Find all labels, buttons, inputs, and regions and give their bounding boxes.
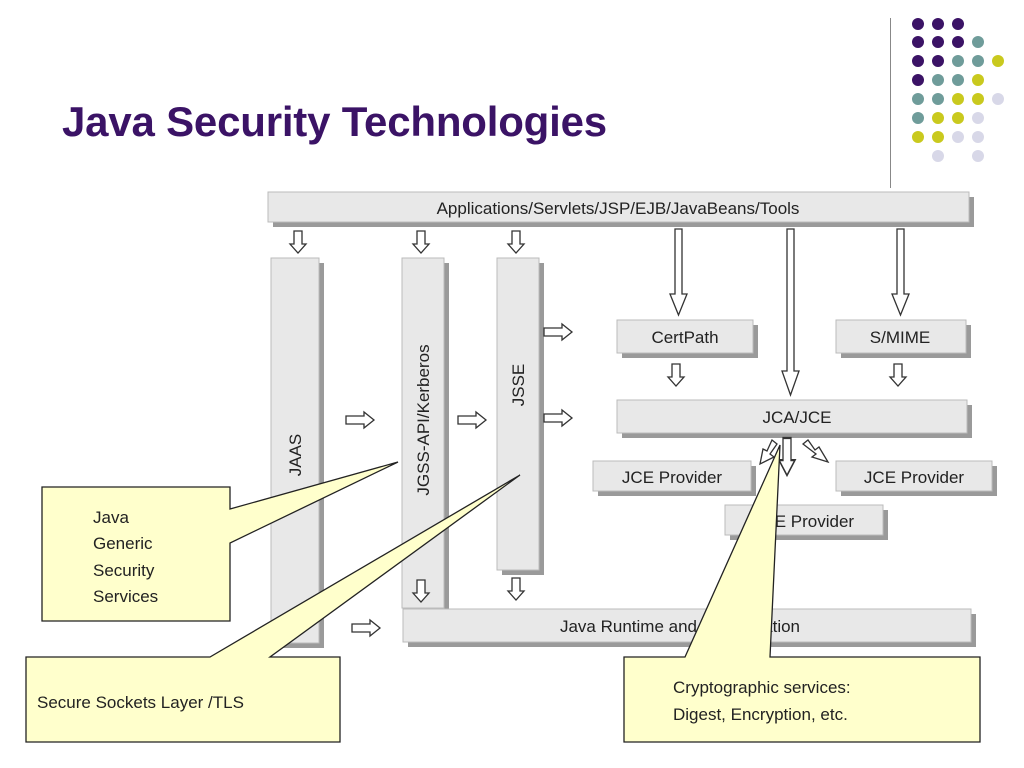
- arrow-smime-to-jca: [889, 363, 907, 387]
- label-provider-left: JCE Provider: [622, 468, 722, 487]
- dot: [952, 18, 964, 30]
- box-jcajce: JCA/JCE: [616, 399, 972, 438]
- arrow-jca-to-provider-right: [801, 439, 830, 464]
- box-jgss: JGSS-API/Kerberos: [401, 257, 449, 613]
- dot: [912, 74, 924, 86]
- box-runtime: Java Runtime and Authorization: [402, 608, 976, 647]
- dot: [932, 18, 944, 30]
- dot: [932, 36, 944, 48]
- callout-jgss: Java Generic Security Services: [41, 461, 399, 622]
- arrow-jaas-to-runtime: [351, 619, 381, 637]
- box-provider-left: JCE Provider: [592, 460, 756, 496]
- box-smime: S/MIME: [835, 319, 971, 358]
- arrow-to-jsse: [507, 230, 525, 254]
- arrow-to-jcajce-long: [781, 228, 800, 397]
- arrow-jgss-to-jsse: [457, 411, 487, 429]
- dot: [932, 112, 944, 124]
- dot: [932, 150, 944, 162]
- arrow-jsse-to-certpath: [543, 323, 573, 341]
- dot: [972, 93, 984, 105]
- callout-jsse: Secure Sockets Layer /TLS: [25, 474, 521, 743]
- label-certpath: CertPath: [651, 328, 718, 347]
- dot: [912, 55, 924, 67]
- box-applications: Applications/Servlets/JSP/EJB/JavaBeans/…: [267, 191, 974, 227]
- box-jaas: JAAS: [270, 257, 324, 648]
- dot: [972, 55, 984, 67]
- label-provider-right: JCE Provider: [864, 468, 964, 487]
- callout-jca: Cryptographic services: Digest, Encrypti…: [623, 444, 981, 743]
- arrow-to-jgss: [412, 230, 430, 254]
- label-applications: Applications/Servlets/JSP/EJB/JavaBeans/…: [437, 199, 800, 218]
- dot: [932, 93, 944, 105]
- callout-jgss-line2: Generic: [93, 534, 153, 553]
- arrow-to-certpath: [669, 228, 688, 317]
- dot: [952, 74, 964, 86]
- dot: [912, 18, 924, 30]
- slide-title: Java Security Technologies: [62, 98, 607, 145]
- dot: [992, 55, 1004, 67]
- arrow-certpath-to-jca: [667, 363, 685, 387]
- dot: [952, 55, 964, 67]
- arrow-jsse-to-jca: [543, 409, 573, 427]
- dot: [972, 36, 984, 48]
- dot: [952, 93, 964, 105]
- label-jgss: JGSS-API/Kerberos: [414, 344, 433, 495]
- label-jcajce: JCA/JCE: [763, 408, 832, 427]
- arrow-to-jaas: [289, 230, 307, 254]
- label-smime: S/MIME: [870, 328, 930, 347]
- label-jaas: JAAS: [286, 434, 305, 477]
- arrow-jca-to-provider-left: [759, 438, 778, 466]
- dot: [992, 93, 1004, 105]
- box-provider-right: JCE Provider: [835, 460, 997, 496]
- callout-jca-line1: Cryptographic services:: [673, 678, 851, 697]
- arrow-jsse-to-runtime: [507, 577, 525, 601]
- dot: [952, 36, 964, 48]
- dot: [932, 74, 944, 86]
- box-jsse: JSSE: [496, 257, 544, 575]
- dot: [972, 74, 984, 86]
- label-provider-middle: JCE Provider: [754, 512, 854, 531]
- dot: [972, 131, 984, 143]
- dot: [912, 112, 924, 124]
- label-jsse: JSSE: [509, 364, 528, 407]
- callout-jca-line2: Digest, Encryption, etc.: [673, 705, 848, 724]
- dot: [932, 131, 944, 143]
- dot: [952, 112, 964, 124]
- callout-jsse-text: Secure Sockets Layer /TLS: [37, 693, 244, 712]
- dot: [952, 131, 964, 143]
- dot: [912, 131, 924, 143]
- divider-line: [890, 18, 891, 188]
- callout-jgss-line3: Security: [93, 561, 155, 580]
- box-certpath: CertPath: [616, 319, 758, 358]
- dot: [912, 36, 924, 48]
- dot: [932, 55, 944, 67]
- callout-jgss-line4: Services: [93, 587, 158, 606]
- arrow-jaas-to-jgss: [345, 411, 375, 429]
- decorative-dot-grid: [912, 18, 1004, 162]
- arrow-jca-to-provider-middle: [777, 436, 797, 477]
- dot: [972, 150, 984, 162]
- arrow-to-smime: [891, 228, 910, 317]
- callout-jgss-line1: Java: [93, 508, 129, 527]
- dot: [912, 93, 924, 105]
- dot: [972, 112, 984, 124]
